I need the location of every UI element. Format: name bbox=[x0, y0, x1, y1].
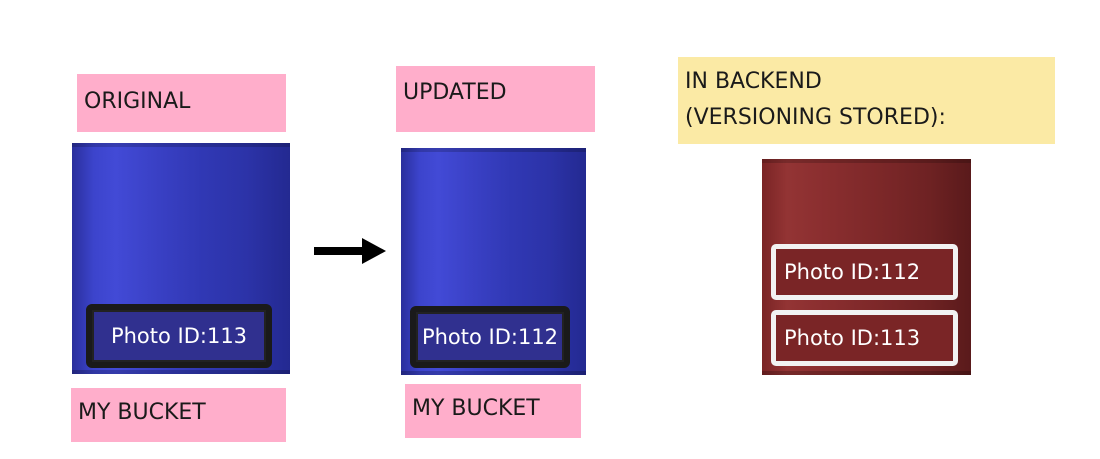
backend-version-tag: Photo ID:112 bbox=[771, 244, 958, 300]
updated-title: UPDATED bbox=[396, 66, 595, 132]
updated-photo-tag-text: Photo ID:112 bbox=[421, 325, 559, 349]
backend-version-text: Photo ID:113 bbox=[784, 326, 921, 350]
updated-photo-tag: Photo ID:112 bbox=[410, 306, 570, 368]
original-title: ORIGINAL bbox=[77, 74, 286, 132]
backend-title: IN BACKEND (VERSIONING STORED): bbox=[678, 57, 1055, 144]
original-photo-tag-text: Photo ID:113 bbox=[110, 324, 248, 348]
backend-title-line1: IN BACKEND bbox=[685, 69, 822, 94]
original-bucket-label: MY BUCKET bbox=[71, 388, 286, 442]
updated-bucket-label: MY BUCKET bbox=[405, 384, 581, 438]
backend-title-line2: (VERSIONING STORED): bbox=[685, 105, 946, 130]
right-arrow-icon bbox=[314, 238, 386, 264]
original-photo-tag: Photo ID:113 bbox=[86, 304, 272, 368]
backend-version-tag: Photo ID:113 bbox=[771, 310, 958, 366]
backend-version-text: Photo ID:112 bbox=[784, 260, 921, 284]
